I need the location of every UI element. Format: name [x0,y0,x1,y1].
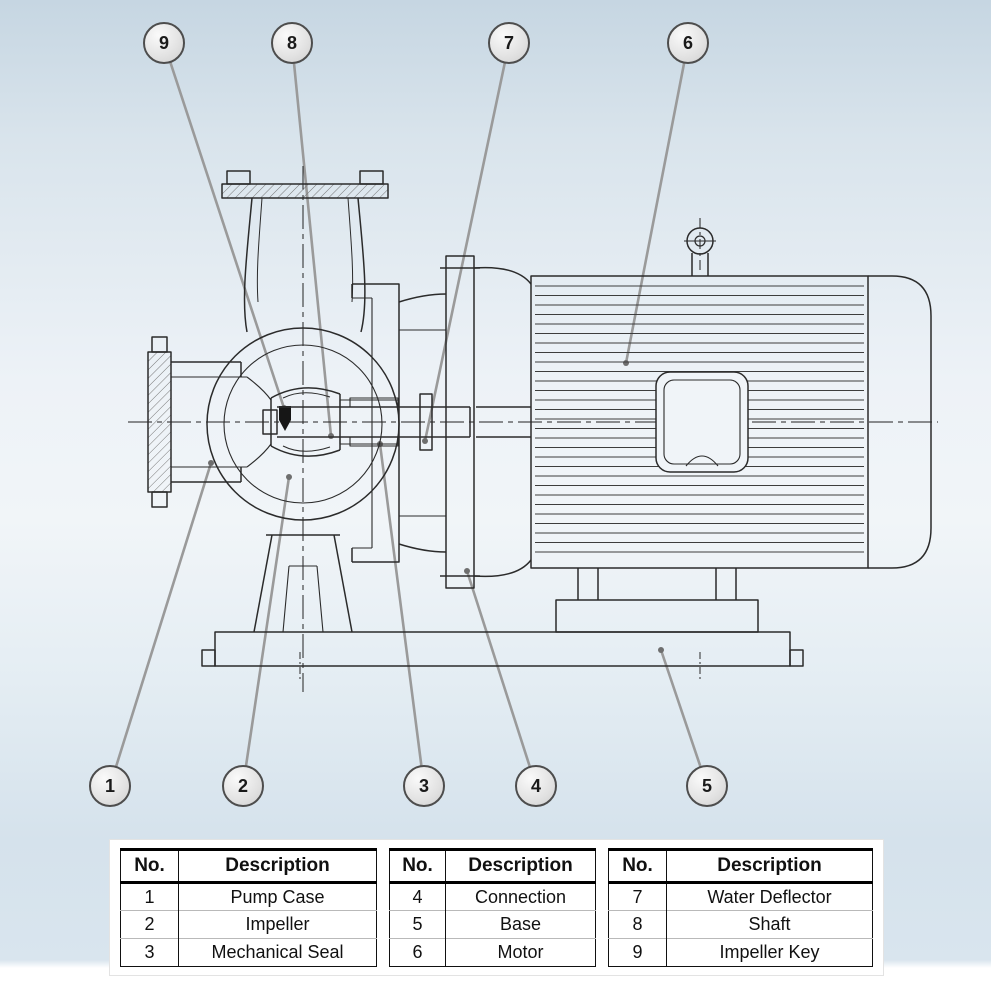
part-number: 7 [608,882,667,911]
table-row: 9 Impeller Key [608,938,873,967]
table-row: 1 Pump Case [120,882,377,911]
callout-4-number: 4 [530,775,541,796]
suction-flange [147,336,272,508]
callout-2-number: 2 [237,775,248,796]
table-row: 2 Impeller [120,910,377,939]
part-description: Mechanical Seal [178,938,377,967]
motor-window [655,371,749,473]
discharge-flange [221,170,389,333]
pump-foot [253,534,353,633]
pump-drawing [128,166,938,692]
impeller-nut [262,409,278,435]
part-number: 1 [120,882,179,911]
table-header-row: No. Description [120,848,377,884]
column-header-description: Description [445,848,596,884]
callout-7-number: 7 [503,32,514,53]
callout-6-number: 6 [682,32,693,53]
part-description: Impeller [178,910,377,939]
table-row: 3 Mechanical Seal [120,938,377,967]
part-number: 4 [389,882,446,911]
part-description: Shaft [666,910,873,939]
leader-line-3 [378,442,426,788]
callout-5: 5 [686,765,728,807]
shaft [277,399,531,445]
part-description: Impeller Key [666,938,873,967]
leader-line-5 [659,648,709,788]
motor-feet [555,568,759,633]
callout-5-number: 5 [701,775,712,796]
water-deflector [419,393,433,451]
table-row: 7 Water Deflector [608,882,873,911]
table-row: 8 Shaft [608,910,873,939]
column-header-description: Description [178,848,377,884]
part-number: 5 [389,910,446,939]
callout-6: 6 [667,22,709,64]
table-header-row: No. Description [389,848,596,884]
parts-table-1: No. Description 1 Pump Case 2 Impeller 3… [120,848,377,967]
callout-7: 7 [488,22,530,64]
motor-bell [473,266,532,578]
callout-9-number: 9 [158,32,169,53]
part-description: Pump Case [230,886,325,907]
callout-3: 3 [403,765,445,807]
part-description: Connection [474,886,567,907]
part-number: 6 [389,938,446,967]
parts-table-2: No. Description 4 Connection 5 Base 6 Mo… [389,848,596,967]
leader-line-1 [108,461,213,788]
connection-bracket [440,255,480,589]
column-header-no: No. [608,848,667,884]
callout-8-number: 8 [286,32,297,53]
part-number: 2 [120,910,179,939]
parts-table-3: No. Description 7 Water Deflector 8 Shaf… [608,848,873,967]
bearing-bracket [398,293,447,553]
callout-2: 2 [222,765,264,807]
column-header-description: Description [666,848,873,884]
table-row: 4 Connection [389,882,596,911]
column-header-no: No. [389,848,446,884]
base [201,631,804,682]
part-description: Base [445,910,596,939]
part-description: Motor [445,938,596,967]
parts-tables-panel: No. Description 1 Pump Case 2 Impeller 3… [110,840,883,975]
part-number: 3 [120,938,179,967]
impeller-key [279,406,291,431]
leader-line-7 [423,41,511,443]
pump-diagram [108,41,938,788]
part-number: 8 [608,910,667,939]
callout-3-number: 3 [418,775,429,796]
callout-1: 1 [89,765,131,807]
seal-housing [351,283,400,563]
part-number: 9 [608,938,667,967]
leader-line-4 [465,569,538,788]
part-description: Water Deflector [707,886,832,907]
table-header-row: No. Description [608,848,873,884]
table-row: 5 Base [389,910,596,939]
column-header-no: No. [120,848,179,884]
lifting-eye [684,227,716,276]
table-row: 6 Motor [389,938,596,967]
callout-1-number: 1 [104,775,115,796]
leader-line-8 [290,41,333,438]
leader-line-9 [162,41,286,410]
callout-4: 4 [515,765,557,807]
callout-8: 8 [271,22,313,64]
callout-9: 9 [143,22,185,64]
